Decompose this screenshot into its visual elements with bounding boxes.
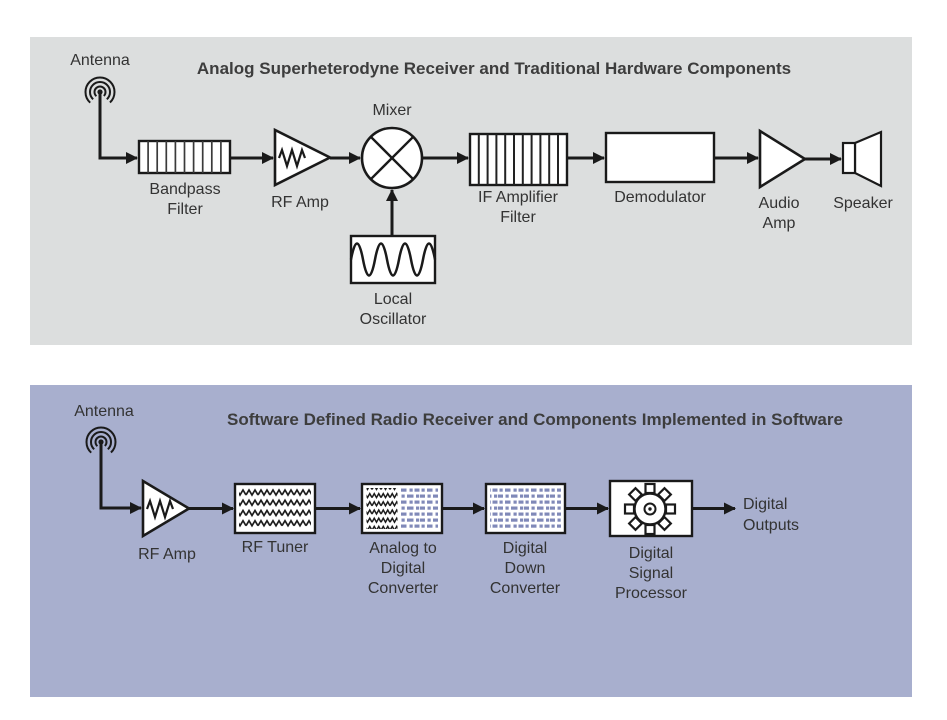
audio-amp-label: Audio Amp (758, 195, 800, 232)
antenna-icon (85, 426, 117, 458)
adc-box (360, 482, 444, 535)
dsp-box (608, 479, 694, 538)
if-amplifier-filter-box (468, 132, 569, 187)
rf-amp-label: RF Amp (271, 194, 329, 211)
gear-icon (623, 482, 677, 536)
sdr-diagram-canvas (85, 426, 736, 539)
dsp-label: Digital Signal Processor (614, 545, 688, 602)
bandpass-filter-box (137, 139, 232, 175)
speaker-icon (841, 130, 883, 188)
ddc-label: Digital Down Converter (489, 540, 561, 597)
digital-outputs-label: Digital Outputs (743, 496, 800, 534)
local-oscillator-label: Local Oscillator (359, 291, 427, 328)
analog-panel-title: Analog Superheterodyne Receiver and Trad… (196, 59, 792, 78)
antenna-to-bandpass-arrow (98, 94, 138, 164)
antenna-label: Antenna (70, 52, 130, 69)
audio-amp-triangle (758, 128, 808, 190)
antenna-icon (84, 76, 116, 108)
ddc-box (484, 482, 567, 535)
demodulator-box (604, 131, 716, 184)
demodulator-label: Demodulator (614, 189, 706, 206)
antenna-to-rfamp-arrow (99, 444, 142, 514)
antenna-label: Antenna (74, 403, 134, 420)
sdr-panel-title: Software Defined Radio Receiver and Comp… (227, 410, 843, 429)
rf-tuner-label: RF Tuner (241, 539, 309, 556)
analog-diagram-canvas (84, 76, 883, 285)
rf-amp-label: RF Amp (138, 546, 196, 563)
rf-amp-triangle (141, 478, 192, 539)
sdr-receiver-panel: Software Defined Radio Receiver and Comp… (30, 385, 912, 697)
analog-receiver-panel: Analog Superheterodyne Receiver and Trad… (30, 37, 912, 345)
rf-tuner-box (233, 482, 317, 535)
mixer-label: Mixer (372, 102, 412, 119)
rf-amp-triangle (273, 127, 333, 188)
if-amplifier-filter-label: IF Amplifier Filter (477, 189, 559, 226)
adc-label: Analog to Digital Converter (367, 540, 439, 597)
mixer-circle (360, 126, 424, 190)
local-oscillator-box (349, 234, 437, 285)
bandpass-filter-label: Bandpass Filter (149, 181, 221, 218)
speaker-label: Speaker (833, 195, 893, 212)
